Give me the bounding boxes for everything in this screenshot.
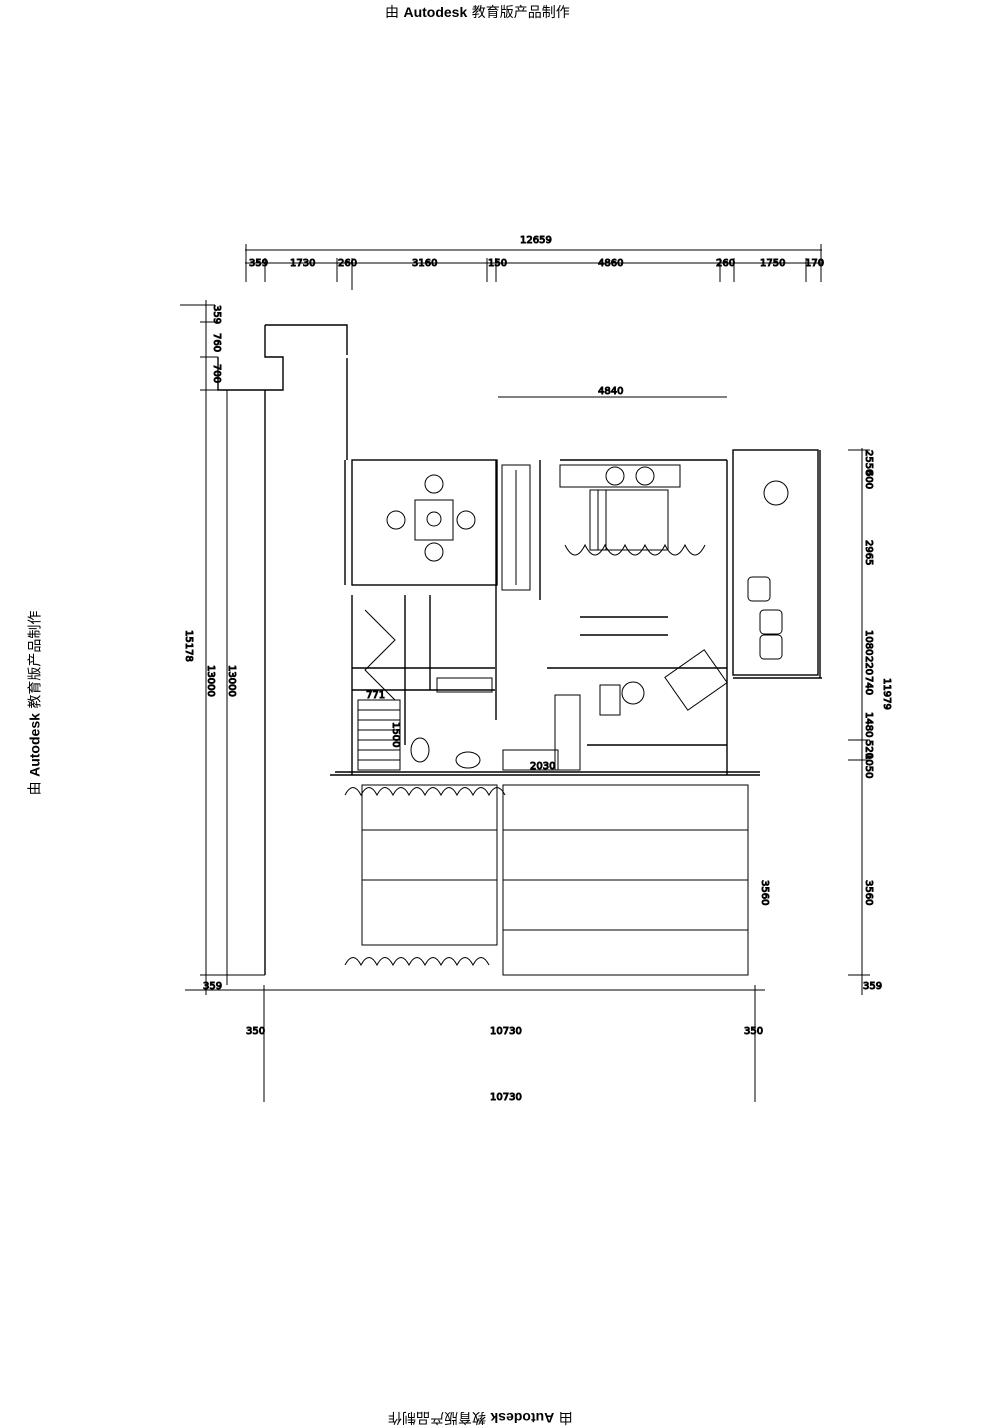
- dim-left-top-1: 359: [211, 305, 222, 324]
- bathroom-fixtures: [410, 677, 581, 771]
- dim-top-5: 150: [488, 258, 507, 269]
- dim-bottom-a-3: 350: [744, 1026, 763, 1037]
- bottom-dimension-chain: 350 10730 350 10730: [246, 985, 764, 1104]
- top-dimension-chain: 12659 359 1730 260 3160 150 4860 260 175…: [245, 235, 825, 290]
- label-3560: 3560: [759, 880, 770, 905]
- dim-right-7: 1480: [863, 712, 874, 737]
- dim-top-total: 12659: [520, 235, 552, 246]
- dim-right-8: 520: [863, 740, 874, 759]
- right-dimension-chain: 2550 600 2965 1080 220 740 1480 520 1050…: [848, 448, 893, 995]
- dim-top-6: 4860: [598, 258, 623, 269]
- dim-right-2: 600: [863, 470, 874, 489]
- staircase: [357, 609, 401, 771]
- dim-right-4: 1080: [863, 630, 874, 655]
- dim-bottom-a-1: 350: [246, 1026, 265, 1037]
- balcony-chairs: [747, 480, 789, 660]
- label-771: 771: [366, 690, 385, 701]
- label-1500: 1500: [390, 722, 401, 747]
- dim-left-top-3: 700: [211, 364, 222, 383]
- dim-top-3: 260: [338, 258, 357, 269]
- dim-top-2: 1730: [290, 258, 315, 269]
- dim-right-9: 1050: [863, 753, 874, 778]
- dim-right-1: 2550: [863, 450, 874, 475]
- dim-right-6: 740: [863, 676, 874, 695]
- dim-top-7: 260: [716, 258, 735, 269]
- dim-top-1: 359: [249, 258, 268, 269]
- inner-width-dimension: 4840: [498, 386, 727, 398]
- dim-right-11: 359: [863, 981, 882, 992]
- left-dimension-chain: 359 760 700 15178 13000 13000 359: [180, 300, 765, 995]
- dim-left-b: 13000: [226, 665, 237, 697]
- watermark-top: 由 Autodesk 教育版产品制作: [385, 4, 570, 21]
- dim-top-9: 170: [805, 258, 824, 269]
- dim-right-total: 11979: [881, 678, 892, 710]
- dim-bottom-total: 10730: [490, 1092, 522, 1103]
- dim-left-a: 13000: [205, 665, 216, 697]
- garden-yard: [344, 784, 749, 976]
- building-walls: [217, 324, 822, 975]
- dim-right-5: 220: [863, 656, 874, 675]
- shelf-unit: [501, 464, 531, 591]
- dim-left-bottom: 359: [203, 981, 222, 992]
- dim-top-8: 1750: [760, 258, 785, 269]
- dining-table-group: [386, 474, 476, 562]
- dim-left-top-2: 760: [211, 333, 222, 352]
- study-furniture: [599, 649, 728, 716]
- dim-inner-width: 4840: [598, 386, 623, 397]
- bed: [559, 464, 706, 556]
- dim-right-3: 2965: [863, 540, 874, 565]
- dim-top-4: 3160: [412, 258, 437, 269]
- dim-right-10: 3560: [863, 880, 874, 905]
- dim-bottom-a-2: 10730: [490, 1026, 522, 1037]
- label-2030: 2030: [530, 761, 555, 772]
- dim-left-total: 15178: [183, 630, 194, 662]
